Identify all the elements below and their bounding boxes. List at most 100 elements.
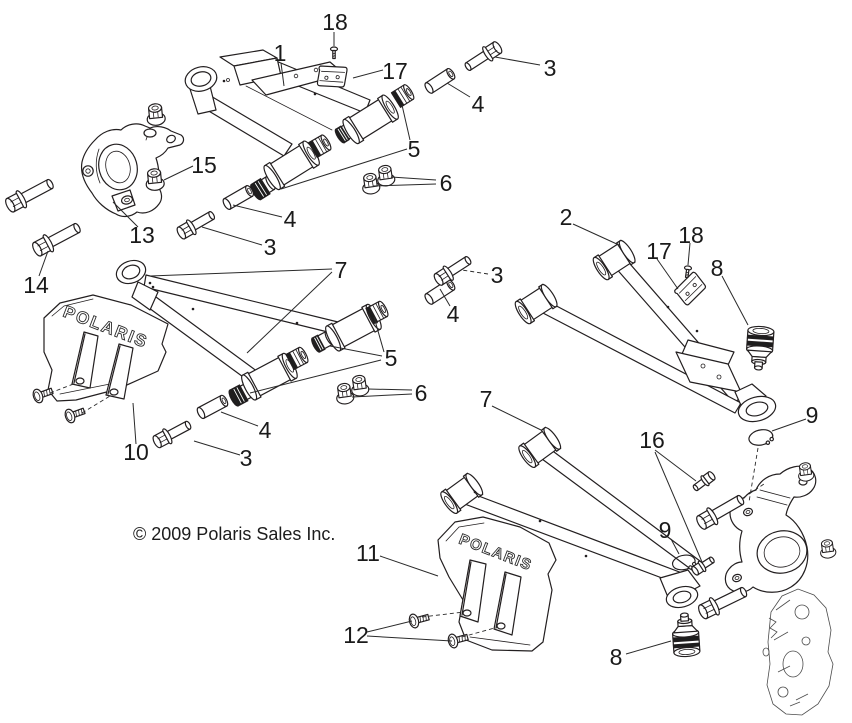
callout-13: 13	[129, 222, 155, 248]
leader-line-9-upper	[771, 418, 807, 432]
leader-line-17-right	[656, 258, 679, 290]
bolt-14a	[2, 173, 58, 216]
diagram-artwork: POLARIS	[2, 38, 838, 716]
leader-line-3-lower	[193, 440, 241, 456]
callout-4-right: 4	[447, 301, 460, 327]
bolt-mid-left	[173, 206, 219, 243]
callout-5-upper: 5	[408, 136, 421, 162]
flange-nut-15a	[144, 167, 166, 192]
leader-line-10	[132, 402, 137, 445]
leader-line-15	[163, 165, 194, 181]
callout-8-upper: 8	[711, 255, 724, 281]
leader-line-14	[38, 250, 49, 277]
assembly-dashed-lines	[49, 382, 765, 638]
leader-line-5-upper	[280, 148, 408, 190]
guard-screw-12a	[407, 609, 431, 630]
weld-dots	[148, 79, 699, 558]
right-guard: POLARIS	[437, 516, 557, 652]
callout-1: 1	[274, 40, 287, 66]
callout-12: 12	[343, 622, 369, 648]
callout-11: 11	[356, 540, 380, 566]
leader-line-8-upper	[721, 275, 749, 326]
callout-17-right: 17	[646, 238, 672, 264]
callout-4-mid-left: 4	[284, 206, 297, 232]
lower-right-control-arm	[437, 424, 705, 609]
leader-line-5-lower	[373, 316, 385, 353]
leader-line-11	[379, 555, 439, 577]
leader-line-16	[654, 449, 697, 482]
callout-18-top: 18	[322, 9, 348, 35]
callout-3-lower: 3	[240, 445, 253, 471]
pin-spacer-top	[422, 66, 458, 96]
leader-line-8-lower	[625, 640, 672, 655]
leader-line-6-upper	[372, 183, 437, 187]
leader-line-12	[366, 620, 413, 633]
flange-nut-pair-upper	[360, 163, 397, 196]
pin-spacer-lower-left	[195, 393, 230, 421]
callout-3-top: 3	[544, 55, 557, 81]
callout-5-lower: 5	[385, 345, 398, 371]
callout-7-left: 7	[335, 257, 348, 283]
callout-4-lower: 4	[259, 417, 272, 443]
left-guard: POLARIS	[43, 294, 169, 402]
right-knuckle	[724, 461, 838, 593]
guard-screw-left-b	[62, 403, 88, 425]
leader-lines-layer	[38, 32, 807, 655]
leader-line-17-left	[352, 69, 384, 79]
callout-6-lower: 6	[415, 380, 428, 406]
upper-right-control-arm	[511, 237, 777, 423]
ball-joint-upper	[744, 325, 775, 372]
leader-line-4-mid-left	[232, 204, 283, 218]
bolt-14b	[29, 217, 85, 260]
leader-line-9-lower	[670, 538, 680, 555]
leader-line-6-lower	[367, 388, 413, 391]
lower-left-control-arm	[115, 259, 391, 408]
leader-line-1	[280, 62, 285, 87]
bolt-knuckle-lower	[695, 581, 751, 623]
leader-line-7-left	[246, 271, 333, 354]
leader-line-4-right	[439, 288, 451, 307]
leader-line-5-lower	[249, 359, 382, 394]
leader-line-7-left	[149, 268, 333, 277]
leader-line-4-top	[446, 82, 471, 98]
callout-10: 10	[123, 439, 149, 465]
copyright-text: © 2009 Polaris Sales Inc.	[133, 524, 335, 544]
leader-line-6-lower	[351, 393, 413, 398]
leader-line-16	[654, 451, 703, 563]
callout-14: 14	[23, 272, 49, 298]
flange-nut-pair-lower	[334, 373, 371, 406]
callout-3-right: 3	[491, 262, 504, 288]
screw-top	[329, 46, 339, 60]
leader-line-12	[366, 635, 453, 642]
upper-left-control-arm	[184, 49, 417, 202]
leader-line-5-upper	[401, 104, 411, 141]
callout-8-lower: 8	[610, 644, 623, 670]
leader-line-2	[572, 223, 620, 246]
callout-9-upper: 9	[806, 402, 819, 428]
callout-15: 15	[191, 152, 217, 178]
leader-line-5-lower	[329, 345, 383, 357]
snap-ring-upper	[746, 427, 775, 449]
leader-line-3-mid-left	[201, 226, 263, 246]
clamp-plate-left	[315, 62, 349, 91]
bolt-top	[461, 38, 506, 76]
leader-line-18-right	[687, 242, 691, 266]
leader-line-3-right	[461, 269, 489, 275]
leader-line-4-lower	[220, 411, 259, 427]
leader-line-7-right	[491, 405, 542, 431]
callout-2: 2	[560, 204, 573, 230]
brake-caliper-reference	[762, 588, 834, 716]
callout-17-left: 17	[382, 58, 408, 84]
callout-4-top: 4	[472, 91, 485, 117]
left-knuckle	[80, 123, 185, 218]
callout-7-right: 7	[480, 386, 493, 412]
callout-18-right: 18	[678, 222, 704, 248]
ball-joint-lower	[670, 611, 701, 658]
flange-nut-15b	[145, 102, 167, 127]
callout-6-upper: 6	[440, 170, 453, 196]
callout-16: 16	[639, 427, 665, 453]
bolt-16a	[690, 469, 718, 495]
bolt-lower-left	[150, 416, 195, 452]
